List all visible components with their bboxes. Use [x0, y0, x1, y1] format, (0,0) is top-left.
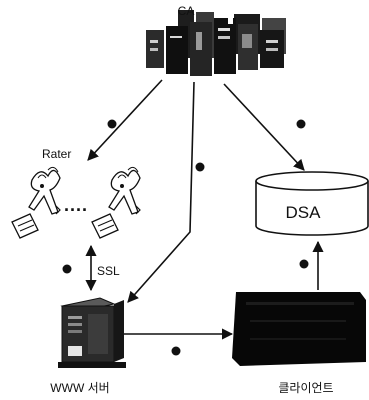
step-marker-ca-web-server [195, 162, 205, 172]
web-server-tower-icon [58, 297, 126, 368]
web-server-label: WWW 서버 [50, 381, 109, 395]
step-marker-ca-rater [107, 119, 117, 129]
ssl-label: SSL [97, 264, 120, 278]
rater-ellipsis: .... [64, 195, 88, 215]
arrow-ca-to-rater [87, 79, 163, 161]
step-marker-ca-dsa [296, 119, 306, 129]
dsa-label: DSA [286, 203, 322, 222]
client-label: 클라이언트 [278, 381, 333, 395]
rater-label: Rater [42, 147, 71, 161]
ca-server-cluster-icon [146, 10, 286, 76]
rater-figure-right-icon [91, 166, 141, 239]
step-marker-client-dsa [299, 259, 309, 269]
step-marker-web-server-client [171, 346, 181, 356]
ca-label: CA [178, 4, 195, 18]
arrow-ca-to-dsa [223, 83, 305, 171]
rater-figure-left-icon [11, 166, 61, 239]
client-terminal-icon [232, 292, 366, 366]
arrow-ca-to-web-server [127, 81, 195, 303]
dsa-database-icon [255, 171, 369, 236]
step-marker-ssl [62, 264, 72, 274]
